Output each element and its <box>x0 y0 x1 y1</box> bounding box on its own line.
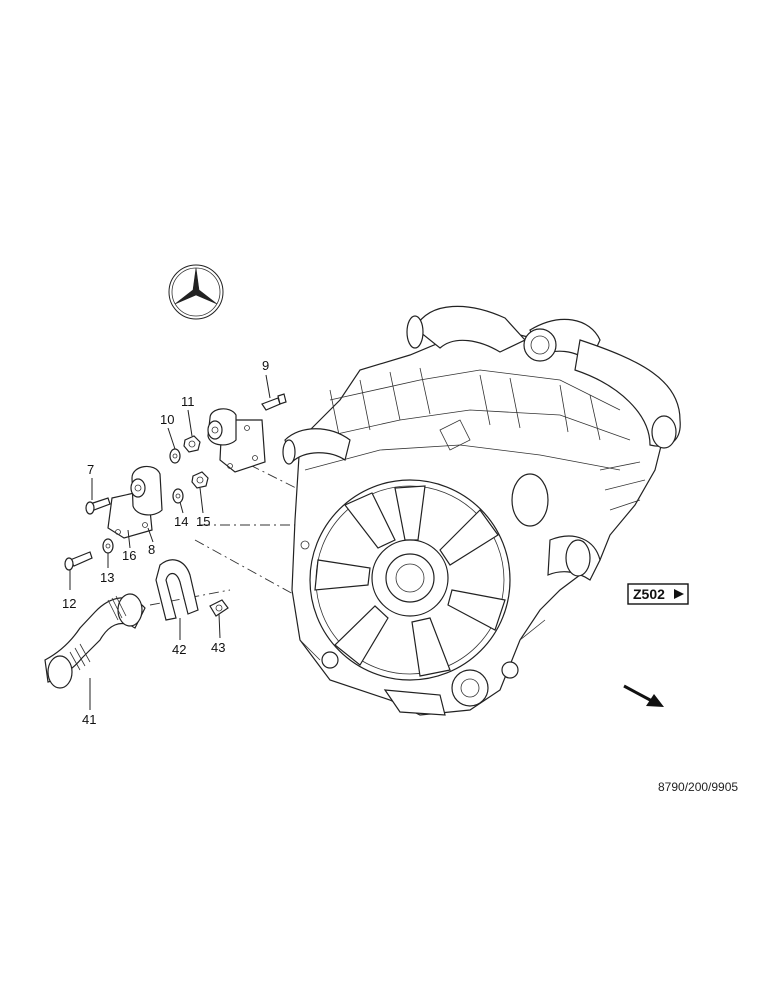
callout-11: 11 <box>181 394 195 409</box>
washer-13 <box>102 538 114 554</box>
callout-10: 10 <box>160 412 174 427</box>
callout-7: 7 <box>87 462 94 477</box>
washer-10 <box>169 448 181 464</box>
callout-16: 16 <box>122 548 136 563</box>
bolt-12 <box>64 551 93 571</box>
callout-8: 8 <box>148 542 155 557</box>
engine-assembly <box>282 305 681 716</box>
reference-box-z502[interactable]: Z502 <box>627 583 689 605</box>
washer-14 <box>172 488 184 504</box>
nut-11 <box>183 435 201 453</box>
bolt-7 <box>85 497 111 515</box>
hose-41 <box>44 593 146 689</box>
callout-9: 9 <box>262 358 269 373</box>
callout-41: 41 <box>82 712 96 727</box>
direction-arrow-icon <box>623 684 664 707</box>
play-arrow-icon <box>674 589 684 599</box>
engine-mount-bracket-left <box>107 465 163 539</box>
callout-15: 15 <box>196 514 210 529</box>
clamp-43 <box>209 599 229 617</box>
callout-14: 14 <box>174 514 188 529</box>
leader-lines <box>69 374 271 710</box>
callout-12: 12 <box>62 596 76 611</box>
callout-13: 13 <box>100 570 114 585</box>
engine-mount-bracket-right <box>207 408 266 473</box>
mercedes-star-icon <box>168 264 224 320</box>
nut-15 <box>191 471 209 489</box>
callout-43: 43 <box>211 640 225 655</box>
callout-labels: 9 10 11 7 16 8 14 15 13 12 42 43 41 <box>62 358 269 727</box>
bolt-9 <box>261 393 287 411</box>
reference-box-label: Z502 <box>633 586 665 602</box>
hose-42 <box>155 559 199 621</box>
drawing-number: 8790/200/9905 <box>658 780 738 794</box>
callout-42: 42 <box>172 642 186 657</box>
